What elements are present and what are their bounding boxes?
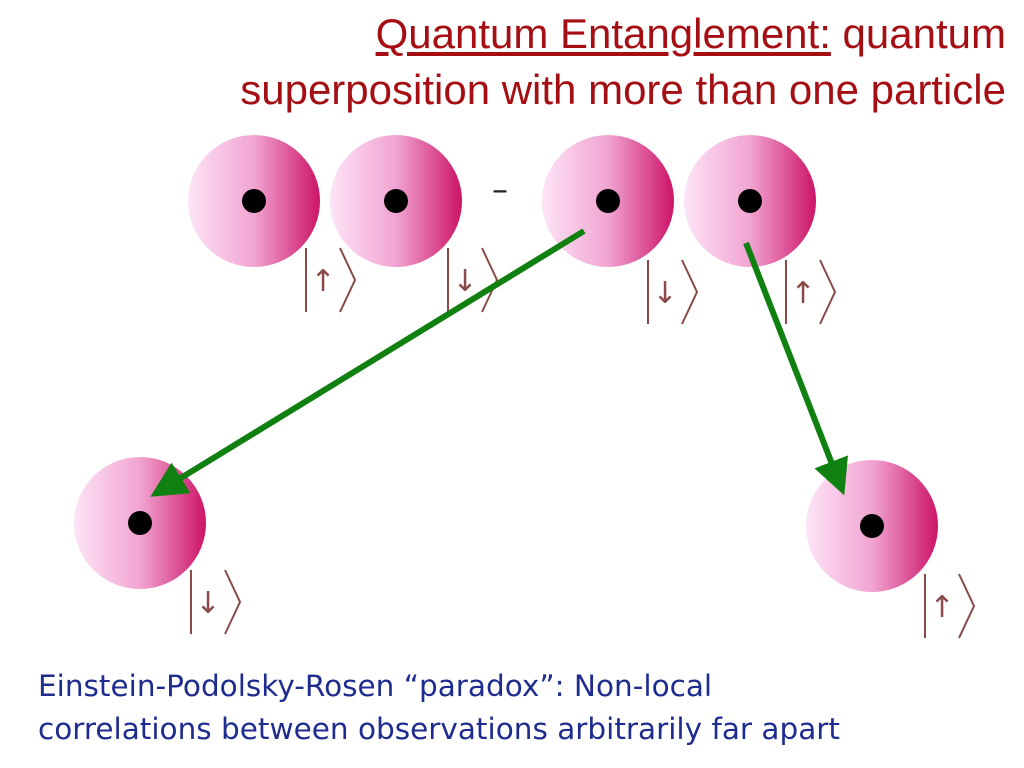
- minus-operator: –: [492, 170, 508, 208]
- arrow-to-far-left: [150, 228, 586, 497]
- caption: Einstein-Podolsky-Rosen “paradox”: Non-l…: [38, 665, 1008, 751]
- particle-1: [188, 135, 320, 267]
- caption-line1: Einstein-Podolsky-Rosen “paradox”: Non-l…: [38, 669, 713, 703]
- ket-p2-symbol: ↓: [452, 264, 477, 299]
- ket-far-left-symbol: ↓: [195, 586, 220, 621]
- ket-p3-symbol: ↓: [652, 276, 677, 311]
- ket-p4: ↑: [785, 259, 837, 325]
- arrow-to-far-right: [743, 241, 848, 496]
- ket-far-left: ↓: [190, 569, 242, 635]
- ket-p2: ↓: [447, 247, 499, 313]
- ket-far-right: ↑: [924, 573, 976, 639]
- title-line2: superposition with more than one particl…: [240, 66, 1006, 113]
- particle-far-right: [806, 460, 938, 592]
- particle-2: [330, 135, 462, 267]
- ket-p1-symbol: ↑: [310, 264, 335, 299]
- ket-far-right-symbol: ↑: [929, 590, 954, 625]
- ket-p3: ↓: [647, 259, 699, 325]
- slide-title: Quantum Entanglement: quantum superposit…: [16, 6, 1006, 118]
- ket-p1: ↑: [305, 247, 357, 313]
- title-rest: quantum: [830, 10, 1006, 57]
- particle-4: [684, 135, 816, 267]
- title-main: Quantum Entanglement:: [375, 10, 831, 57]
- ket-p4-symbol: ↑: [790, 276, 815, 311]
- caption-line2: correlations between observations arbitr…: [38, 712, 840, 746]
